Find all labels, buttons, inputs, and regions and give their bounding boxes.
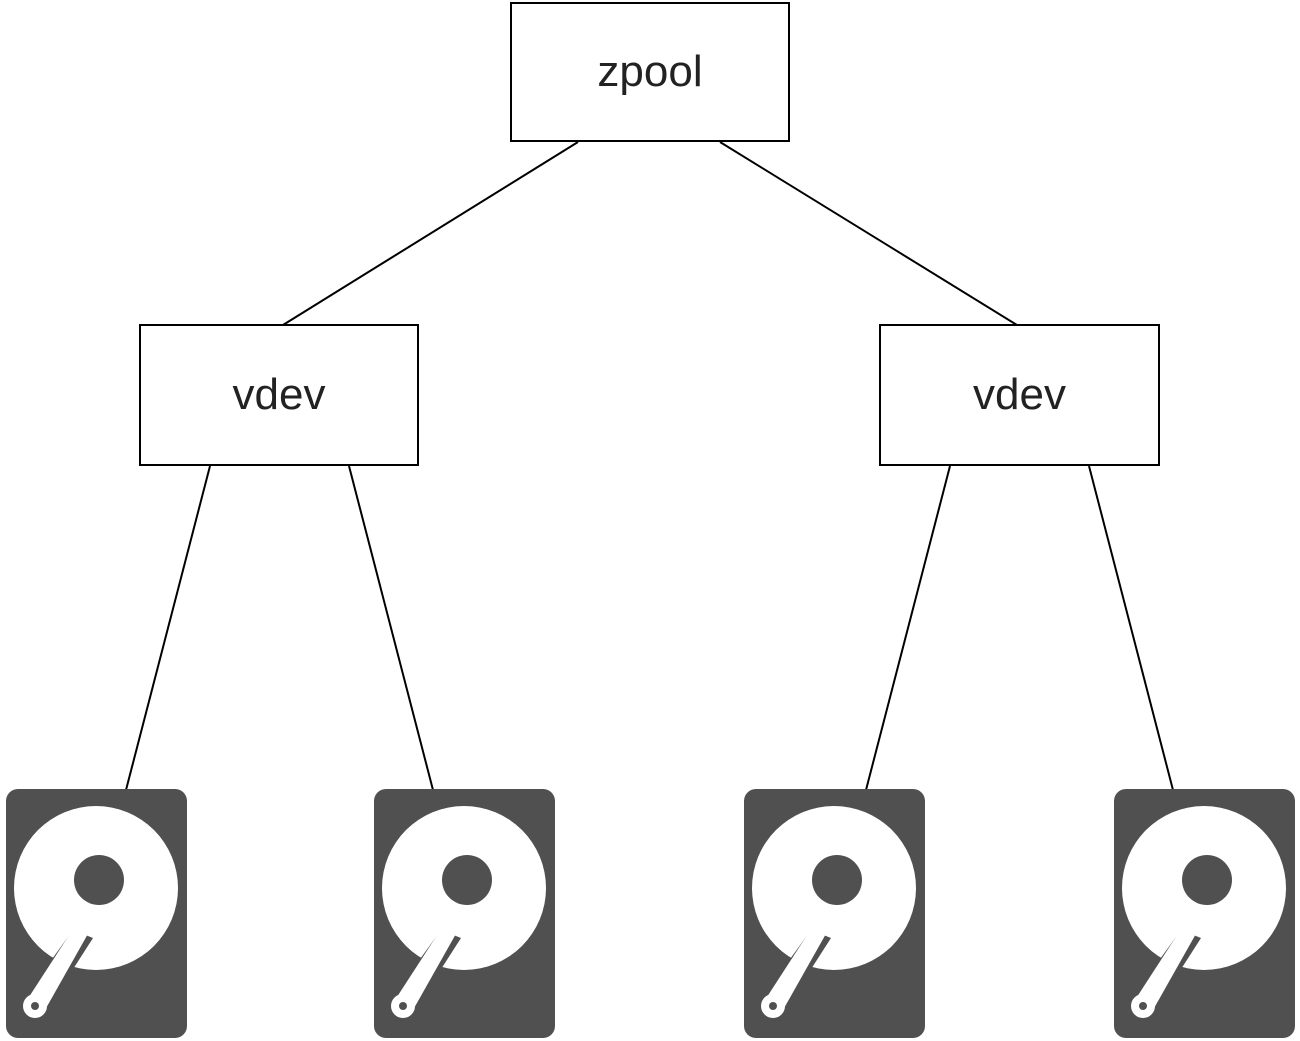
- edge-zpool-vdev-right: [719, 141, 1018, 326]
- zpool-node[interactable]: zpool: [510, 2, 790, 142]
- vdev-label: vdev: [973, 370, 1066, 419]
- edge-vdev-right-disk-3: [865, 465, 951, 791]
- edge-zpool-vdev-left: [282, 141, 579, 326]
- edge-vdev-right-disk-4: [1088, 465, 1174, 791]
- edge-vdev-left-disk-2: [348, 465, 434, 791]
- hard-disk-icon[interactable]: [5, 788, 188, 1039]
- vdev-node-left[interactable]: vdev: [139, 324, 419, 466]
- zpool-label: zpool: [597, 47, 703, 96]
- hard-disk-icon[interactable]: [1113, 788, 1296, 1039]
- hard-disk-icon[interactable]: [743, 788, 926, 1039]
- hard-disk-icon[interactable]: [373, 788, 556, 1039]
- vdev-node-right[interactable]: vdev: [879, 324, 1160, 466]
- vdev-label: vdev: [232, 370, 326, 419]
- edge-vdev-left-disk-1: [125, 465, 211, 791]
